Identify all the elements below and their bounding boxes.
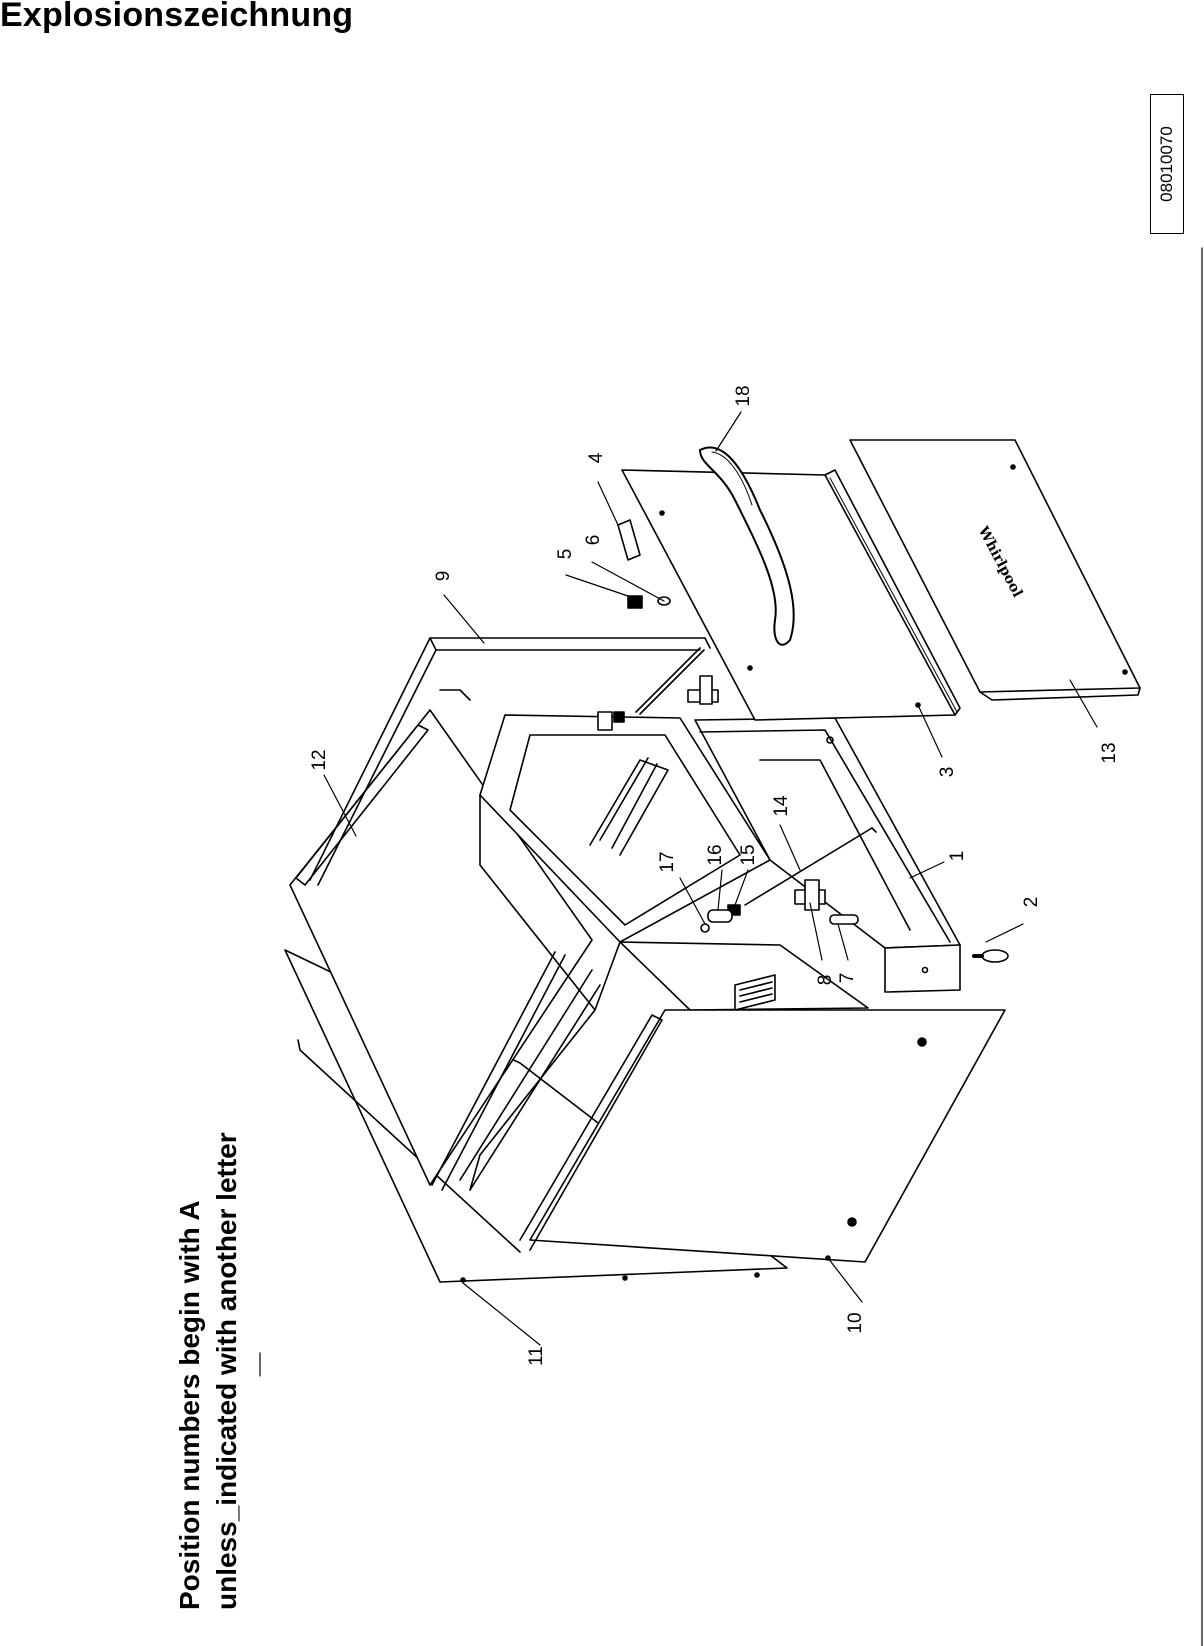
part-10-door-panel	[519, 1009, 1006, 1263]
part-7-pin	[829, 914, 859, 925]
part-9-front-frame	[309, 637, 711, 886]
callout-17: 17	[657, 851, 678, 873]
part-2-foot	[972, 949, 1009, 963]
callout-12: 12	[309, 749, 330, 771]
callout-9: 9	[433, 570, 454, 582]
part-1-base	[694, 717, 961, 993]
main-body-tub	[469, 714, 869, 1191]
part-18-handle	[699, 446, 795, 646]
callout-4: 4	[586, 452, 607, 464]
callout-5: 5	[555, 548, 576, 560]
callout-11: 11	[526, 1346, 547, 1366]
page-title: Explosionszeichnung	[0, 0, 354, 34]
callout-10: 10	[845, 1312, 866, 1334]
callout-15: 15	[738, 844, 759, 866]
callout-3: 3	[937, 766, 958, 778]
callout-14: 14	[771, 795, 792, 817]
document-number-box: 08010070	[1150, 94, 1184, 234]
callout-leaders	[323, 411, 1098, 1346]
part-5-spring	[627, 595, 643, 609]
callout-18: 18	[733, 385, 754, 407]
part-17-screw	[700, 923, 710, 933]
callout-16: 16	[705, 844, 726, 866]
callout-13: 13	[1099, 742, 1120, 764]
part-12-top-cover	[289, 709, 601, 1191]
part-13-decor-panel	[849, 439, 1141, 701]
part-4-handle-cover	[617, 519, 641, 561]
callout-2: 2	[1021, 896, 1042, 908]
callout-7: 7	[837, 972, 858, 984]
upper-hinge-parts	[597, 647, 719, 731]
callout-6: 6	[583, 534, 604, 546]
part-14-rod	[744, 827, 877, 906]
part-16-roller	[707, 909, 733, 923]
callout-8: 8	[815, 974, 836, 986]
callout-1: 1	[947, 850, 968, 862]
